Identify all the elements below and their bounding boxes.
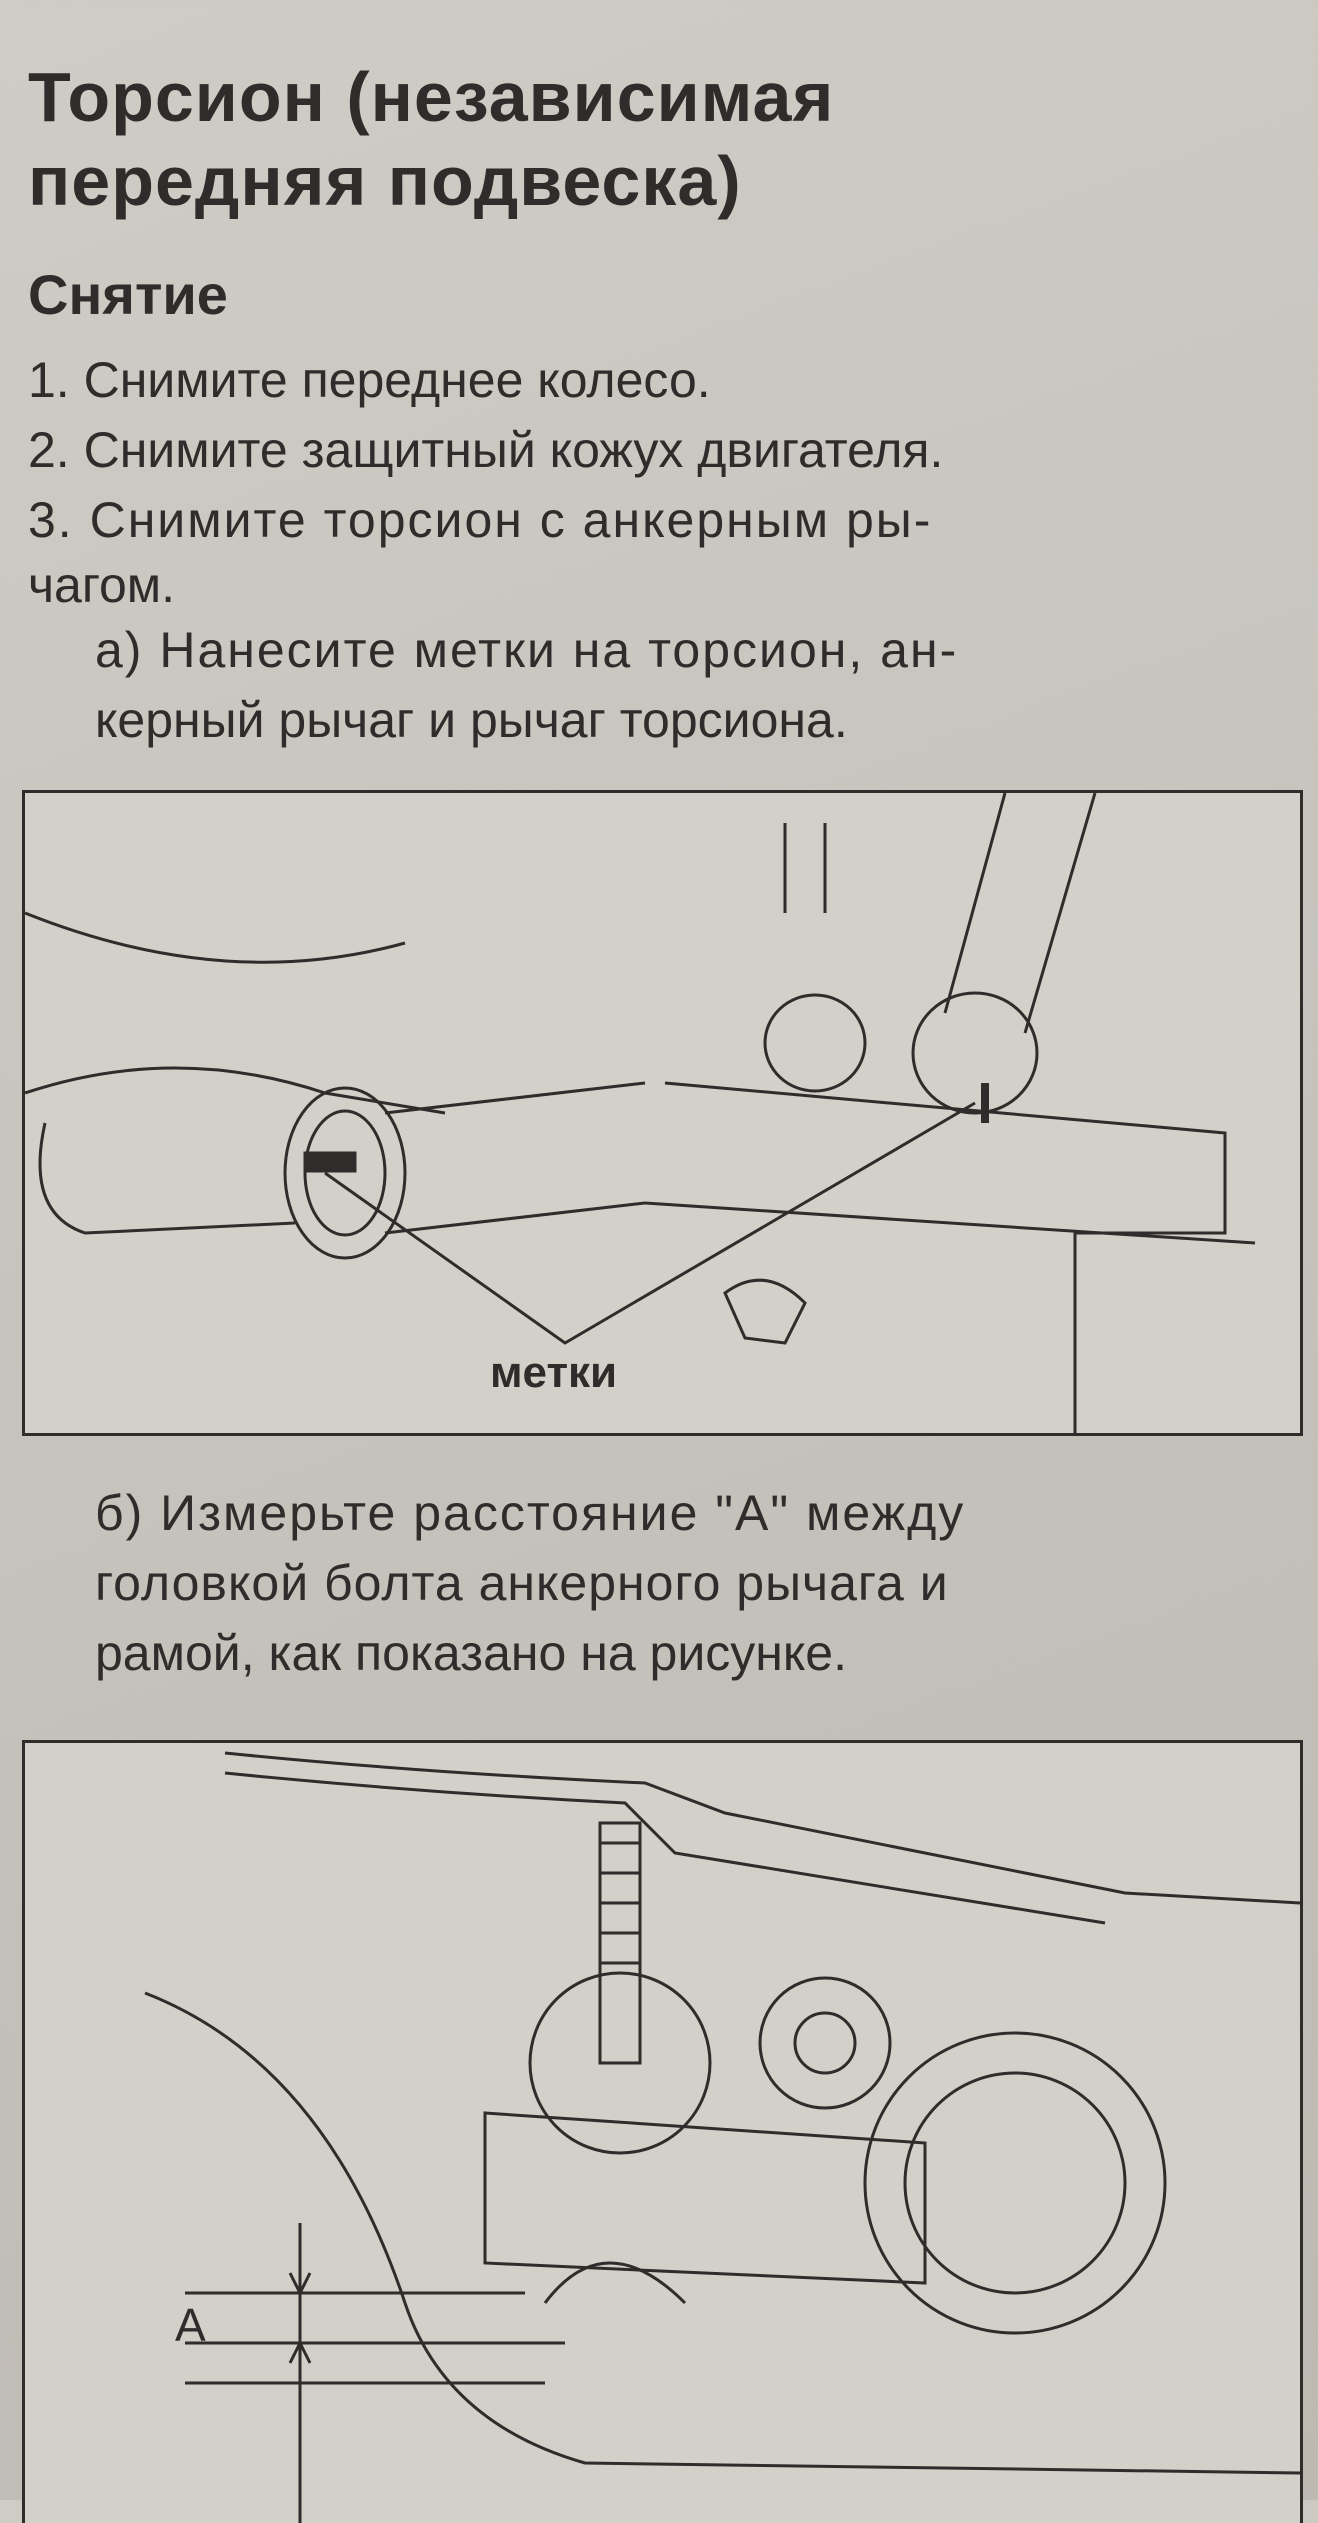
figure-torsion-marks: метки (22, 790, 1303, 1436)
title-line-1: Торсион (независимая (28, 58, 835, 136)
step-2: 2. Снимите защитный кожух двигателя. (28, 422, 944, 478)
torsion-drawing (25, 793, 1256, 1433)
figure1-label-marks: метки (490, 1348, 618, 1397)
step-a-line-2: керный рычаг и рычаг торсиона. (95, 692, 848, 748)
step-b-line-2: головкой болта анкерного рычага и (95, 1555, 949, 1611)
anchor-bolt-drawing (144, 1751, 1300, 2523)
step-b-line-3: рамой, как показано на рисунке. (95, 1625, 848, 1681)
section-heading: Снятие (28, 263, 228, 326)
figure2-label-a: A (175, 2299, 206, 2351)
step-3-cont: чагом. (28, 557, 176, 613)
step-a-line-1: а) Нанесите метки на торсион, ан- (95, 622, 959, 678)
title-line-2: передняя подвеска) (28, 142, 742, 220)
step-1: 1. Снимите переднее колесо. (28, 352, 711, 408)
figure-distance-a: A (22, 1740, 1303, 2523)
step-3: 3. Снимите торсион с анкерным ры- (28, 492, 933, 548)
page-title: Торсион (независимая передняя подвеска) (28, 55, 834, 223)
step-b-line-1: б) Измерьте расстояние "А" между (95, 1485, 966, 1541)
